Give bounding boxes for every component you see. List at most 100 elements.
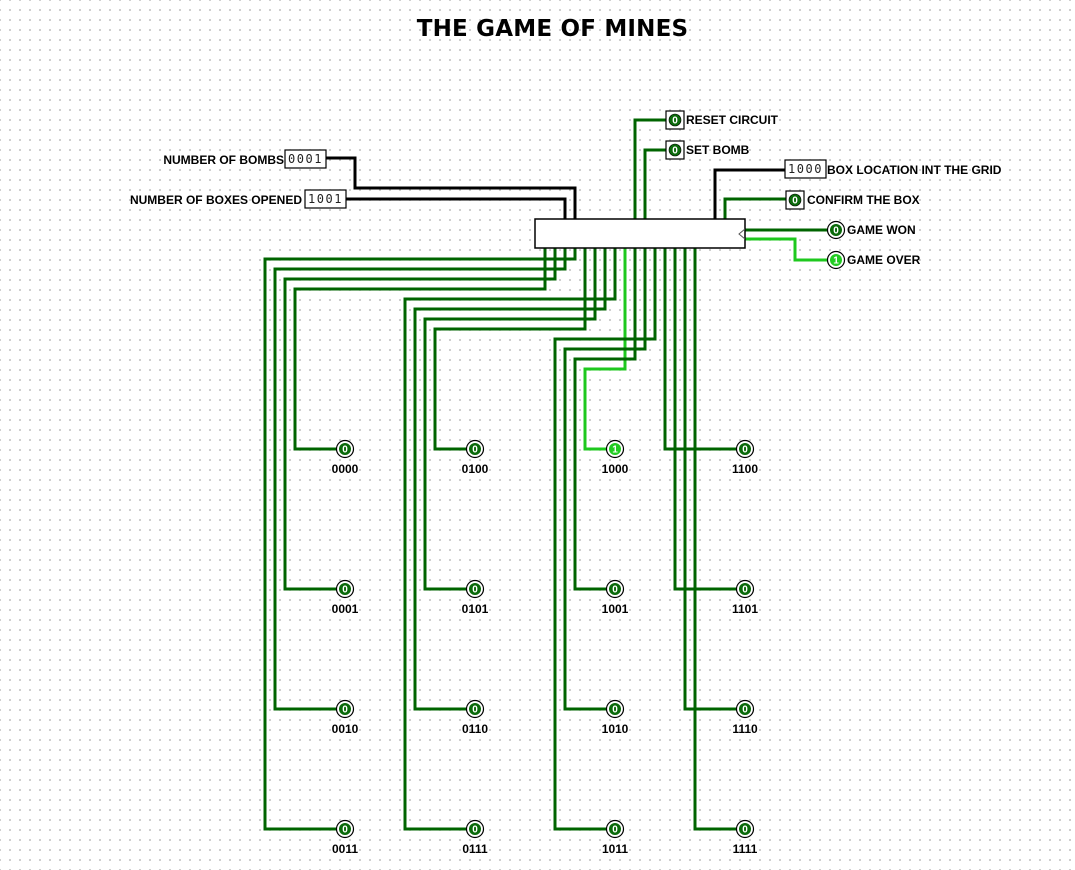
grid-wire-0101 [423,248,597,591]
game-over-led [830,254,842,266]
grid-led-label: 1010 [602,722,629,736]
reset-pin-value: 0 [672,116,678,127]
grid-led-value: 0 [342,585,348,596]
grid-led-1010 [609,703,621,715]
location-bus-wire [713,168,785,219]
opened-input-box[interactable] [304,189,347,209]
grid-leds: 0000000001000100001100100001010011000111… [332,439,758,856]
grid-led-value: 0 [472,445,478,456]
opened-label: NUMBER OF BOXES OPENED [130,193,302,207]
grid-led-1000 [609,443,621,455]
grid-led-1100 [739,443,751,455]
confirm-wire [723,197,786,219]
wires-layer [263,118,828,831]
reset-label: RESET CIRCUIT [686,113,779,127]
grid-wire-1010 [563,248,647,711]
grid-led-label: 1110 [732,722,758,736]
bombs-input-box[interactable] [284,149,327,169]
grid-led-value: 0 [342,705,348,716]
grid-led-0010 [339,703,351,715]
grid-led-value: 0 [742,705,748,716]
grid-led-value: 0 [612,705,618,716]
grid-led-value: 0 [342,445,348,456]
grid-led-value: 0 [342,825,348,836]
location-label: BOX LOCATION INT THE GRID [827,163,1002,177]
grid-wire-1100 [663,248,745,451]
grid-led-1111 [739,823,751,835]
page-title: THE GAME OF MINES [416,16,689,42]
grid-led-0100 [469,443,481,455]
grid-wire-0000 [293,248,547,451]
grid-led-label: 0100 [462,462,489,476]
grid-led-value: 0 [472,705,478,716]
game-won-label: GAME WON [847,223,916,237]
game-won-value: 0 [833,226,839,237]
grid-led-0101 [469,583,481,595]
grid-wire-1011 [553,248,657,831]
confirm-pin-led [788,193,802,207]
grid-led-value: 0 [742,445,748,456]
location-input-box[interactable] [784,159,827,179]
grid-led-0110 [469,703,481,715]
bombs-label: NUMBER OF BOMBS [163,153,284,167]
grid-led-label: 1100 [732,462,758,476]
grid-wire-0110 [413,248,607,711]
grid-led-label: 1001 [602,602,629,616]
bombs-bus-wire [326,156,577,219]
grid-wire-1001 [573,248,637,591]
grid-wire-0100 [433,248,587,451]
grid-led-0000 [339,443,351,455]
grid-led-label: 1101 [732,602,758,616]
grid-wire-1101 [673,248,745,591]
grid-led-1011 [609,823,621,835]
grid-led-label: 0110 [462,722,488,736]
subcircuit-block[interactable] [534,218,746,249]
grid-led-1001 [609,583,621,595]
grid-wire-0010 [273,248,567,711]
bombs-input-value: 0001 [288,152,323,166]
reset-pin-led [668,113,682,127]
game-over-label: GAME OVER [847,253,921,267]
location-input-value: 1000 [788,162,823,176]
grid-led-label: 0011 [332,842,358,856]
game-over-wire [745,237,828,262]
grid-led-label: 0010 [332,722,359,736]
grid-led-label: 1000 [602,462,629,476]
grid-led-value: 0 [742,585,748,596]
grid-led-value: 0 [472,585,478,596]
set-bomb-pin-value: 0 [672,146,678,157]
set-bomb-pin-led [668,143,682,157]
grid-led-label: 0111 [462,842,488,856]
opened-input-value: 1001 [308,192,343,206]
reset-wire [633,118,666,219]
grid-led-label: 1011 [602,842,628,856]
grid-led-label: 1111 [733,842,758,856]
clock-marker-icon [738,228,746,240]
grid-led-value: 0 [612,825,618,836]
set-bomb-wire [643,148,666,219]
grid-wire-1110 [683,248,745,711]
grid-led-0011 [339,823,351,835]
game-won-led [830,224,842,236]
grid-led-0111 [469,823,481,835]
confirm-pin-value: 0 [792,196,798,207]
grid-wire-1000 [583,248,627,451]
grid-led-label: 0101 [462,602,489,616]
grid-led-label: 0001 [332,602,359,616]
grid-led-1110 [739,703,751,715]
game-over-value: 1 [833,256,839,267]
grid-wire-0111 [403,248,617,831]
grid-wire-0011 [263,248,577,831]
grid-led-value: 0 [612,585,618,596]
grid-wire-1111 [693,248,745,831]
opened-bus-wire [346,197,567,219]
grid-led-value: 0 [742,825,748,836]
grid-led-0001 [339,583,351,595]
set-bomb-label: SET BOMB [686,143,750,157]
grid-led-1101 [739,583,751,595]
confirm-label: CONFIRM THE BOX [807,193,920,207]
grid-led-label: 0000 [332,462,359,476]
grid-led-value: 0 [472,825,478,836]
grid-led-value: 1 [612,445,618,456]
